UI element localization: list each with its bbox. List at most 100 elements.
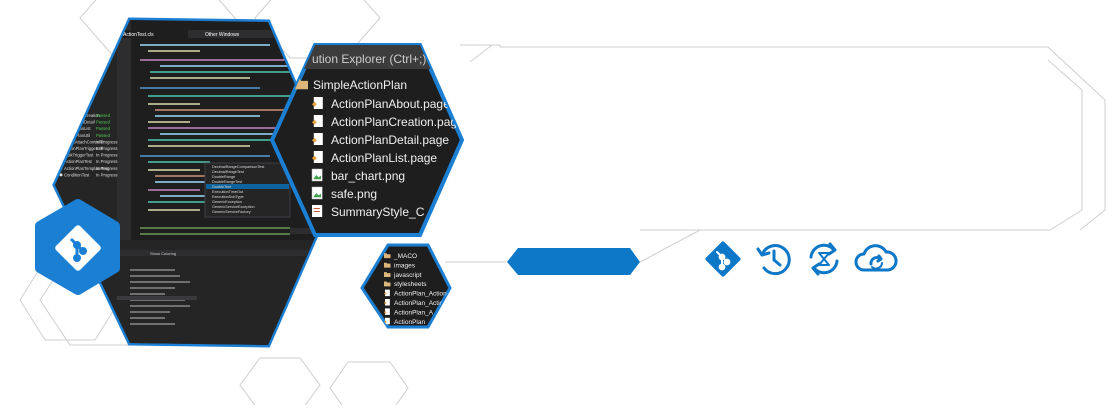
tree-item-label: bar_chart.png [331, 169, 405, 183]
test-list: ActionPlanCreationPassedActionPlanDetail… [59, 113, 118, 177]
tree-item-label: SummaryStyle_C [331, 205, 425, 219]
test-status: In Progress [96, 159, 117, 164]
image-file-icon [311, 186, 323, 200]
autocomplete-item[interactable]: GenericException [212, 200, 242, 204]
autocomplete-item[interactable]: GenericServiceException [212, 205, 255, 209]
tree-item[interactable]: ActionPlan_Action [384, 289, 447, 298]
test-name: ConditionTest [64, 172, 90, 177]
autocomplete-item[interactable]: ExecutionSubType [212, 195, 244, 199]
history-icon [756, 244, 791, 276]
cloud-sync-icon [854, 244, 898, 272]
tree-item[interactable]: ActionPlanAbout.page [312, 97, 450, 111]
tree-item[interactable]: stylesheets [384, 281, 427, 288]
page-file-icon [384, 299, 390, 306]
tree-item[interactable]: SummaryStyle_C [312, 205, 425, 219]
autocomplete-label: ExecutionSubType [212, 195, 244, 199]
folder-icon [384, 262, 391, 268]
folder-icon [384, 272, 391, 277]
test-row[interactable]: ConditionTest In Progress [59, 172, 118, 177]
show-coloring: Show Coloring [150, 251, 176, 256]
tree-item-label: safe.png [331, 187, 377, 201]
autocomplete-item[interactable]: ExecutionTimeOut [212, 190, 244, 194]
tree-item-label: ActionPlan_Actio [394, 300, 444, 307]
solution-explorer-hexagon: ution Explorer (Ctrl+;) SimpleActionPlan… [269, 43, 465, 237]
blue-bar [507, 248, 640, 275]
autocomplete-label: ExecutionTimeOut [212, 190, 244, 194]
status-icon [59, 133, 63, 137]
status-icon [59, 114, 63, 117]
tree-item-label: images [394, 262, 416, 269]
test-status: Passed [96, 133, 111, 138]
page-file-icon [384, 289, 390, 297]
tree-item[interactable]: ActionPlanList.page [312, 151, 437, 165]
test-status: In Progress [96, 166, 117, 171]
tree-item[interactable]: ActionPlan_Actio [384, 299, 444, 307]
tree-item-label: ActionPlanList.page [331, 151, 437, 165]
status-icon [59, 140, 63, 144]
tree-item-label: javascript [393, 272, 422, 279]
tree-item-label: ActionPlan_A [394, 309, 434, 316]
autocomplete-item[interactable]: DoubleTest [206, 184, 289, 189]
status-icon [59, 173, 63, 177]
tree-item-label: _MACO [393, 253, 417, 260]
page-file-icon [312, 97, 323, 109]
tree-item-label: ActionPlan_Action [394, 291, 447, 298]
page-file-icon [312, 115, 323, 127]
tree-item[interactable]: ActionPlanDetail.page [312, 133, 449, 147]
autocomplete-item[interactable]: DoubleRange [212, 175, 235, 179]
folder-icon [384, 253, 391, 259]
tree-item[interactable]: ActionPlanCreation.page [312, 115, 464, 129]
test-name: ActionPlanTriggerUtil [64, 146, 103, 151]
tree-item-label: ActionPlanAbout.page [331, 97, 450, 111]
test-status: In Progress [96, 139, 117, 144]
status-icon [59, 127, 63, 131]
git-badge [35, 199, 120, 295]
editor-tab[interactable]: ActionTest.cls [123, 32, 154, 38]
test-name: ActionPlanDetail [64, 120, 95, 125]
code-lines [140, 44, 310, 235]
test-status: Passed [96, 126, 111, 131]
tree-item[interactable]: images [384, 262, 416, 269]
status-icon [59, 147, 63, 150]
test-status: In Progress [96, 153, 117, 158]
tree-item-label: ActionPlan [394, 319, 425, 326]
autocomplete-label: DecimalRangeTest [212, 170, 245, 174]
test-row[interactable]: ActionPlanUtilPassed [59, 133, 111, 138]
page-file-icon [312, 133, 323, 145]
editor-tab-other[interactable]: Other Windows [205, 32, 240, 38]
tree-item-label: ActionPlanCreation.page [331, 115, 464, 129]
git-icon [705, 241, 741, 277]
test-status: Passed [96, 113, 111, 118]
autocomplete-item[interactable]: DoubleRangeTest [212, 180, 243, 184]
test-status: Passed [96, 120, 111, 125]
test-name: TaskTriggerTest [64, 153, 94, 158]
folder-icon [384, 281, 391, 287]
css-file-icon [312, 205, 323, 217]
autocomplete-item[interactable]: DecimalRangeTest [212, 170, 245, 174]
test-name: ActionPlanTest [64, 159, 93, 164]
autocomplete-item[interactable]: DecimalRangeComparisonTest [212, 165, 265, 169]
tree-item[interactable]: javascript [384, 272, 422, 279]
tree-item[interactable]: bar_chart.png [311, 168, 405, 183]
autocomplete-item[interactable]: GenericServiceFactory [212, 210, 251, 214]
feature-icons [705, 241, 898, 277]
tree-item[interactable]: safe.png [311, 186, 377, 201]
tree-item[interactable]: _MACO [384, 253, 417, 260]
autocomplete-label: GenericServiceException [212, 205, 255, 209]
autocomplete-label: DecimalRangeComparisonTest [212, 165, 265, 169]
test-status: In Progress [96, 172, 117, 177]
tree-item-label: SimpleActionPlan [313, 78, 407, 92]
status-icon [59, 160, 63, 164]
tree-item[interactable]: ActionPlan_A [384, 308, 434, 316]
solution-explorer-search[interactable]: ution Explorer (Ctrl+;) [312, 52, 426, 66]
test-name: BatchAttachController [64, 139, 105, 144]
autocomplete-label: DoubleTest [212, 185, 232, 189]
autocomplete-label: GenericServiceFactory [212, 210, 251, 214]
